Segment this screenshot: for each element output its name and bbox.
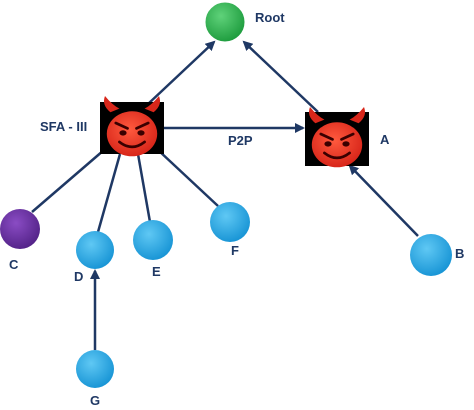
node-root: Root bbox=[204, 1, 285, 43]
p2p-edge-label: P2P bbox=[228, 133, 253, 148]
b-circle bbox=[410, 234, 452, 276]
node-a: A bbox=[305, 105, 390, 169]
node-c: C bbox=[0, 209, 40, 272]
e-label: E bbox=[152, 264, 161, 279]
d-circle bbox=[76, 231, 114, 269]
root-circle bbox=[204, 1, 246, 43]
edge-c-to-sfa bbox=[31, 143, 112, 213]
g-label: G bbox=[90, 393, 100, 408]
f-circle bbox=[210, 202, 250, 242]
node-sfa-iii: SFA - III bbox=[40, 94, 164, 158]
c-label: C bbox=[9, 257, 19, 272]
g-circle bbox=[76, 350, 114, 388]
node-d: D bbox=[74, 231, 114, 284]
root-label: Root bbox=[255, 10, 285, 25]
edge-sfa-to-root bbox=[147, 40, 216, 105]
c-circle bbox=[0, 209, 40, 249]
node-e: E bbox=[133, 220, 173, 279]
b-label: B bbox=[455, 246, 464, 261]
edge-d-to-sfa bbox=[96, 153, 122, 233]
node-g: G bbox=[76, 350, 114, 408]
node-f: F bbox=[210, 202, 250, 258]
edges bbox=[31, 40, 419, 350]
edge-f-to-sfa bbox=[157, 149, 219, 207]
d-label: D bbox=[74, 269, 83, 284]
node-b: B bbox=[410, 234, 464, 276]
sfa-label: SFA - III bbox=[40, 119, 87, 134]
a-label: A bbox=[380, 132, 390, 147]
e-circle bbox=[133, 220, 173, 260]
edge-b-to-a bbox=[348, 164, 419, 237]
f-label: F bbox=[231, 243, 239, 258]
edge-e-to-sfa bbox=[136, 153, 152, 223]
edge-a-to-root bbox=[242, 40, 319, 113]
